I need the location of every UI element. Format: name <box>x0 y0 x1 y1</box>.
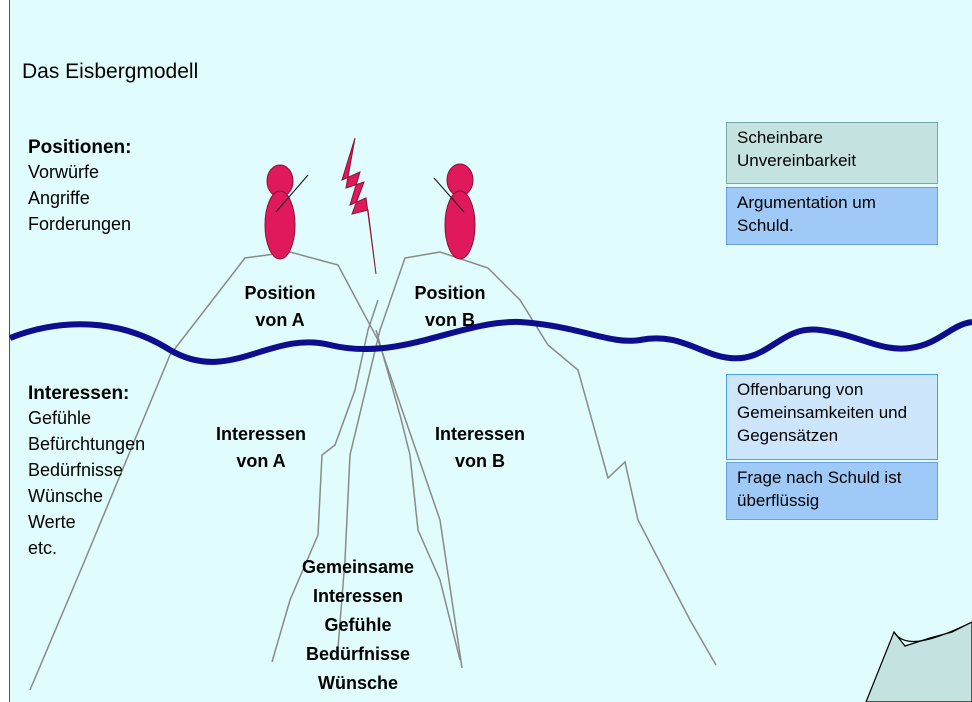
label-position-a: Position von A <box>225 280 335 334</box>
label-gemeinsame-line: Gemeinsame <box>301 557 415 577</box>
interessen-list: Gefühle Befürchtungen Bedürfnisse Wünsch… <box>28 405 145 561</box>
label-position-b: Position von B <box>395 280 505 334</box>
box-scheinbare-unvereinbarkeit: Scheinbare Unvereinbarkeit <box>726 122 938 184</box>
label-gemeinsame-line: Bedürfnisse <box>305 644 411 664</box>
waterline-wave <box>8 318 972 365</box>
mountain-inner-left <box>271 299 379 663</box>
box-frage-nach-schuld: Frage nach Schuld ist überflüssig <box>726 462 938 520</box>
interessen-item: etc. <box>28 538 58 558</box>
label-gemeinsame-line: Wünsche <box>317 673 398 693</box>
label-position-b-line: Position <box>414 283 486 303</box>
label-position-b-line: von B <box>424 310 475 330</box>
slide-title: Das Eisbergmodell <box>22 60 199 83</box>
label-gemeinsame: Gemeinsame Interessen Gefühle Bedürfniss… <box>288 553 428 698</box>
interessen-item: Werte <box>28 512 76 532</box>
label-position-a-line: von A <box>255 310 305 330</box>
positionen-item: Vorwürfe <box>28 162 100 182</box>
mountain-inner-right <box>375 329 461 661</box>
positionen-list: Vorwürfe Angriffe Forderungen <box>28 159 131 237</box>
label-gemeinsame-line: Interessen <box>312 586 404 606</box>
interessen-item: Wünsche <box>28 486 104 506</box>
label-interessen-a-line: von A <box>236 451 286 471</box>
person-b-icon <box>433 163 476 260</box>
label-interessen-a-line: Interessen <box>215 424 307 444</box>
slide-background <box>9 0 972 702</box>
label-interessen-b: Interessen von B <box>415 421 545 475</box>
interessen-item: Bedürfnisse <box>28 460 124 480</box>
mountain-outline-outer <box>29 251 463 691</box>
positionen-item: Angriffe <box>28 188 90 208</box>
page-curl-edge <box>893 621 972 643</box>
positionen-block: Positionen: Vorwürfe Angriffe Forderunge… <box>28 137 131 237</box>
label-interessen-a: Interessen von A <box>196 421 326 475</box>
lightning-bolt-icon <box>341 137 377 275</box>
interessen-item: Gefühle <box>28 408 92 428</box>
label-interessen-b-line: Interessen <box>434 424 526 444</box>
label-interessen-b-line: von B <box>454 451 505 471</box>
interessen-item: Befürchtungen <box>28 434 146 454</box>
person-a-icon <box>264 164 309 260</box>
interessen-heading: Interessen: <box>28 383 130 404</box>
box-argumentation-um-schuld: Argumentation um Schuld. <box>726 187 938 245</box>
box-offenbarung: Offenbarung von Gemeinsamkeiten und Gege… <box>726 374 938 460</box>
interessen-block: Interessen: Gefühle Befürchtungen Bedürf… <box>28 383 145 561</box>
label-position-a-line: Position <box>244 283 316 303</box>
mountain-outline-right <box>337 251 717 666</box>
label-gemeinsame-line: Gefühle <box>324 615 392 635</box>
positionen-heading: Positionen: <box>28 137 132 158</box>
positionen-item: Forderungen <box>28 214 132 234</box>
